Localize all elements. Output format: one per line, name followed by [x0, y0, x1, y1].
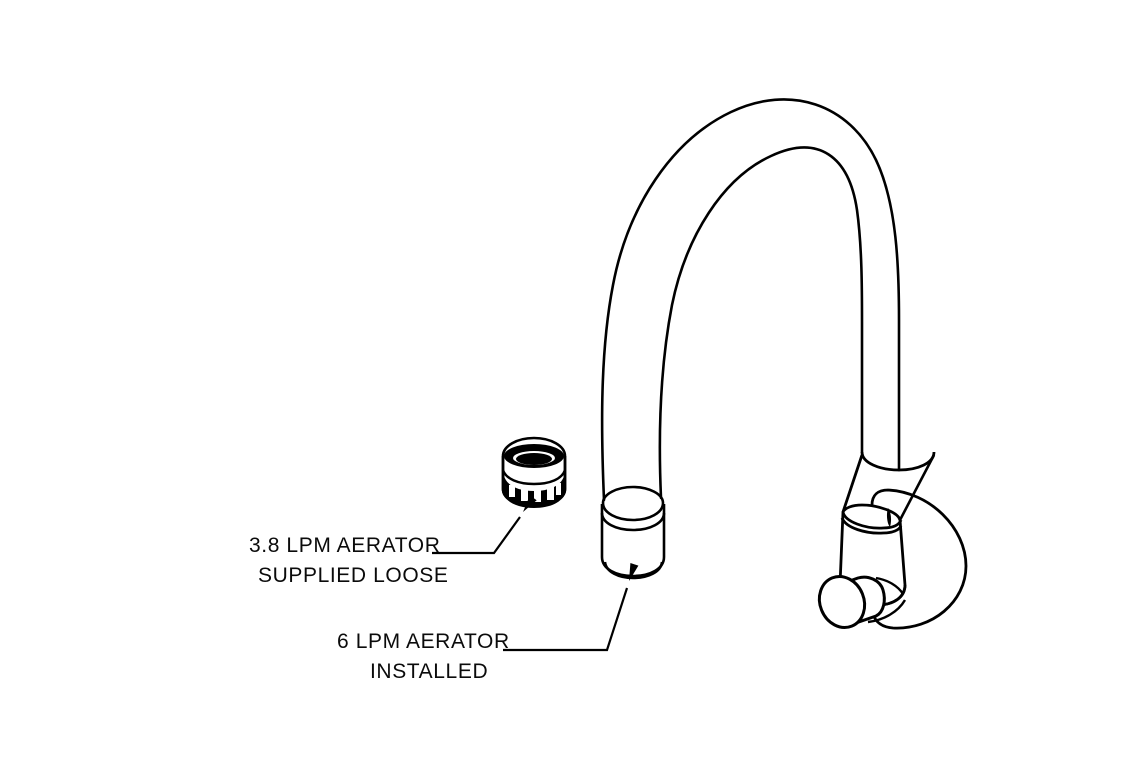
leader-line-loose	[432, 516, 521, 555]
callout-loose-line1: 3.8 LPM AERATOR	[249, 534, 440, 557]
callout-installed-line2: INSTALLED	[370, 660, 488, 683]
callout-loose-line2: SUPPLIED LOOSE	[258, 564, 448, 587]
leader-arrowhead-installed	[625, 563, 639, 583]
loose-aerator-part	[501, 436, 567, 508]
callout-installed-line1: 6 LPM AERATOR	[337, 630, 510, 653]
leader-line-installed	[503, 587, 629, 652]
callout-aerator-loose[interactable]: 3.8 LPM AERATOR SUPPLIED LOOSE	[249, 495, 537, 587]
spout-outlet-collar	[600, 485, 666, 580]
lever-handle	[817, 575, 907, 629]
callout-aerator-installed[interactable]: 6 LPM AERATOR INSTALLED	[337, 563, 639, 683]
gooseneck-spout-tube	[600, 98, 901, 502]
